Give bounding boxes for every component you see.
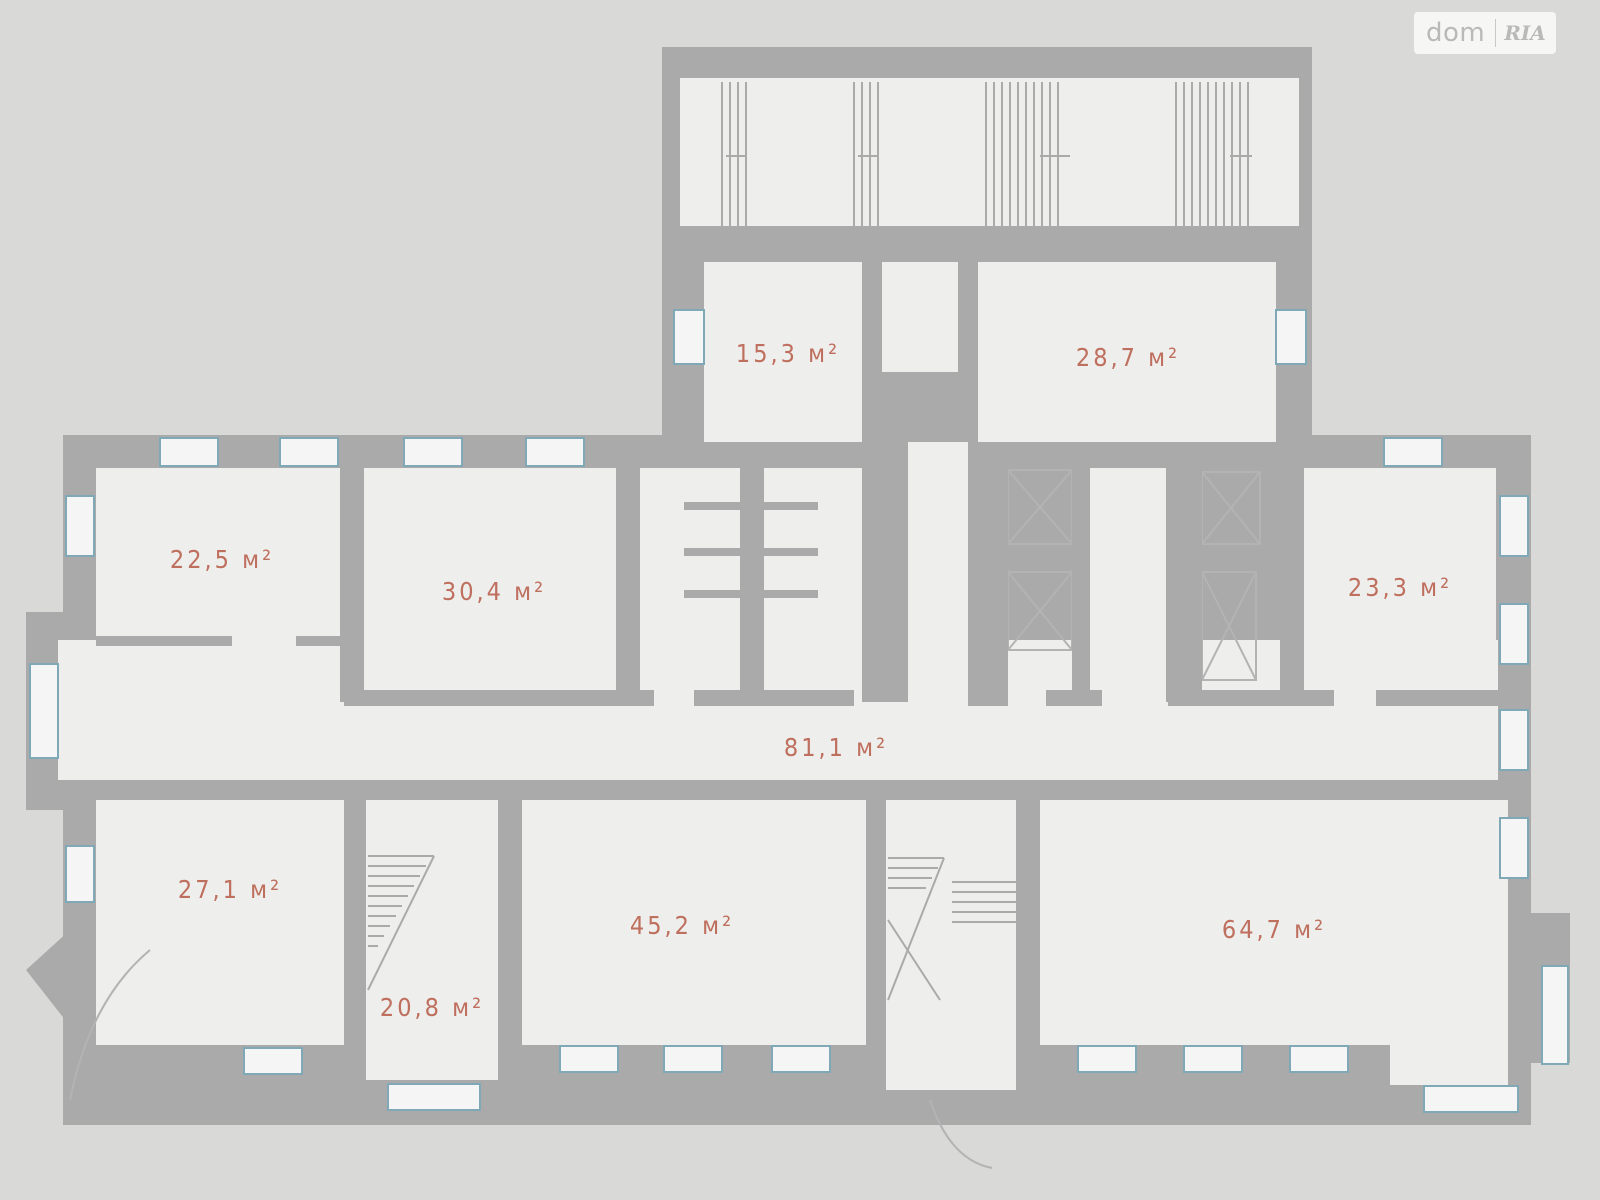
top-stair-treads	[721, 82, 1252, 226]
room-label: 45,2 м²	[630, 911, 734, 940]
room-label: 27,1 м²	[178, 875, 282, 904]
watermark: dom RIA	[1414, 12, 1556, 54]
room-label: 30,4 м²	[442, 577, 546, 606]
elevator-shafts	[1007, 469, 1261, 681]
watermark-separator	[1495, 19, 1497, 47]
room-label: 64,7 м²	[1222, 915, 1326, 944]
room-label: 20,8 м²	[380, 993, 484, 1022]
lower-middle-stair	[887, 857, 1018, 1001]
partition-walls	[96, 262, 1498, 1086]
corridor-floor	[58, 640, 1498, 780]
interior-details	[69, 82, 1261, 1169]
watermark-brand: dom	[1426, 18, 1486, 48]
watermark-mark: RIA	[1504, 21, 1546, 45]
room-label: 23,3 м²	[1348, 573, 1452, 602]
entrance-door-arc	[69, 949, 151, 1101]
room-labels: 15,3 м² 28,7 м² 22,5 м² 30,4 м² 23,3 м² …	[170, 339, 1452, 1022]
main-door-arc	[929, 1099, 993, 1169]
room-label: 28,7 м²	[1076, 343, 1180, 372]
room-floors	[58, 78, 1508, 1090]
windows	[29, 309, 1569, 1113]
top-stairwell-floor	[680, 78, 1299, 226]
room-label: 81,1 м²	[784, 733, 888, 762]
lower-left-stair	[367, 855, 435, 991]
room-label: 22,5 м²	[170, 545, 274, 574]
room-label: 15,3 м²	[736, 339, 840, 368]
